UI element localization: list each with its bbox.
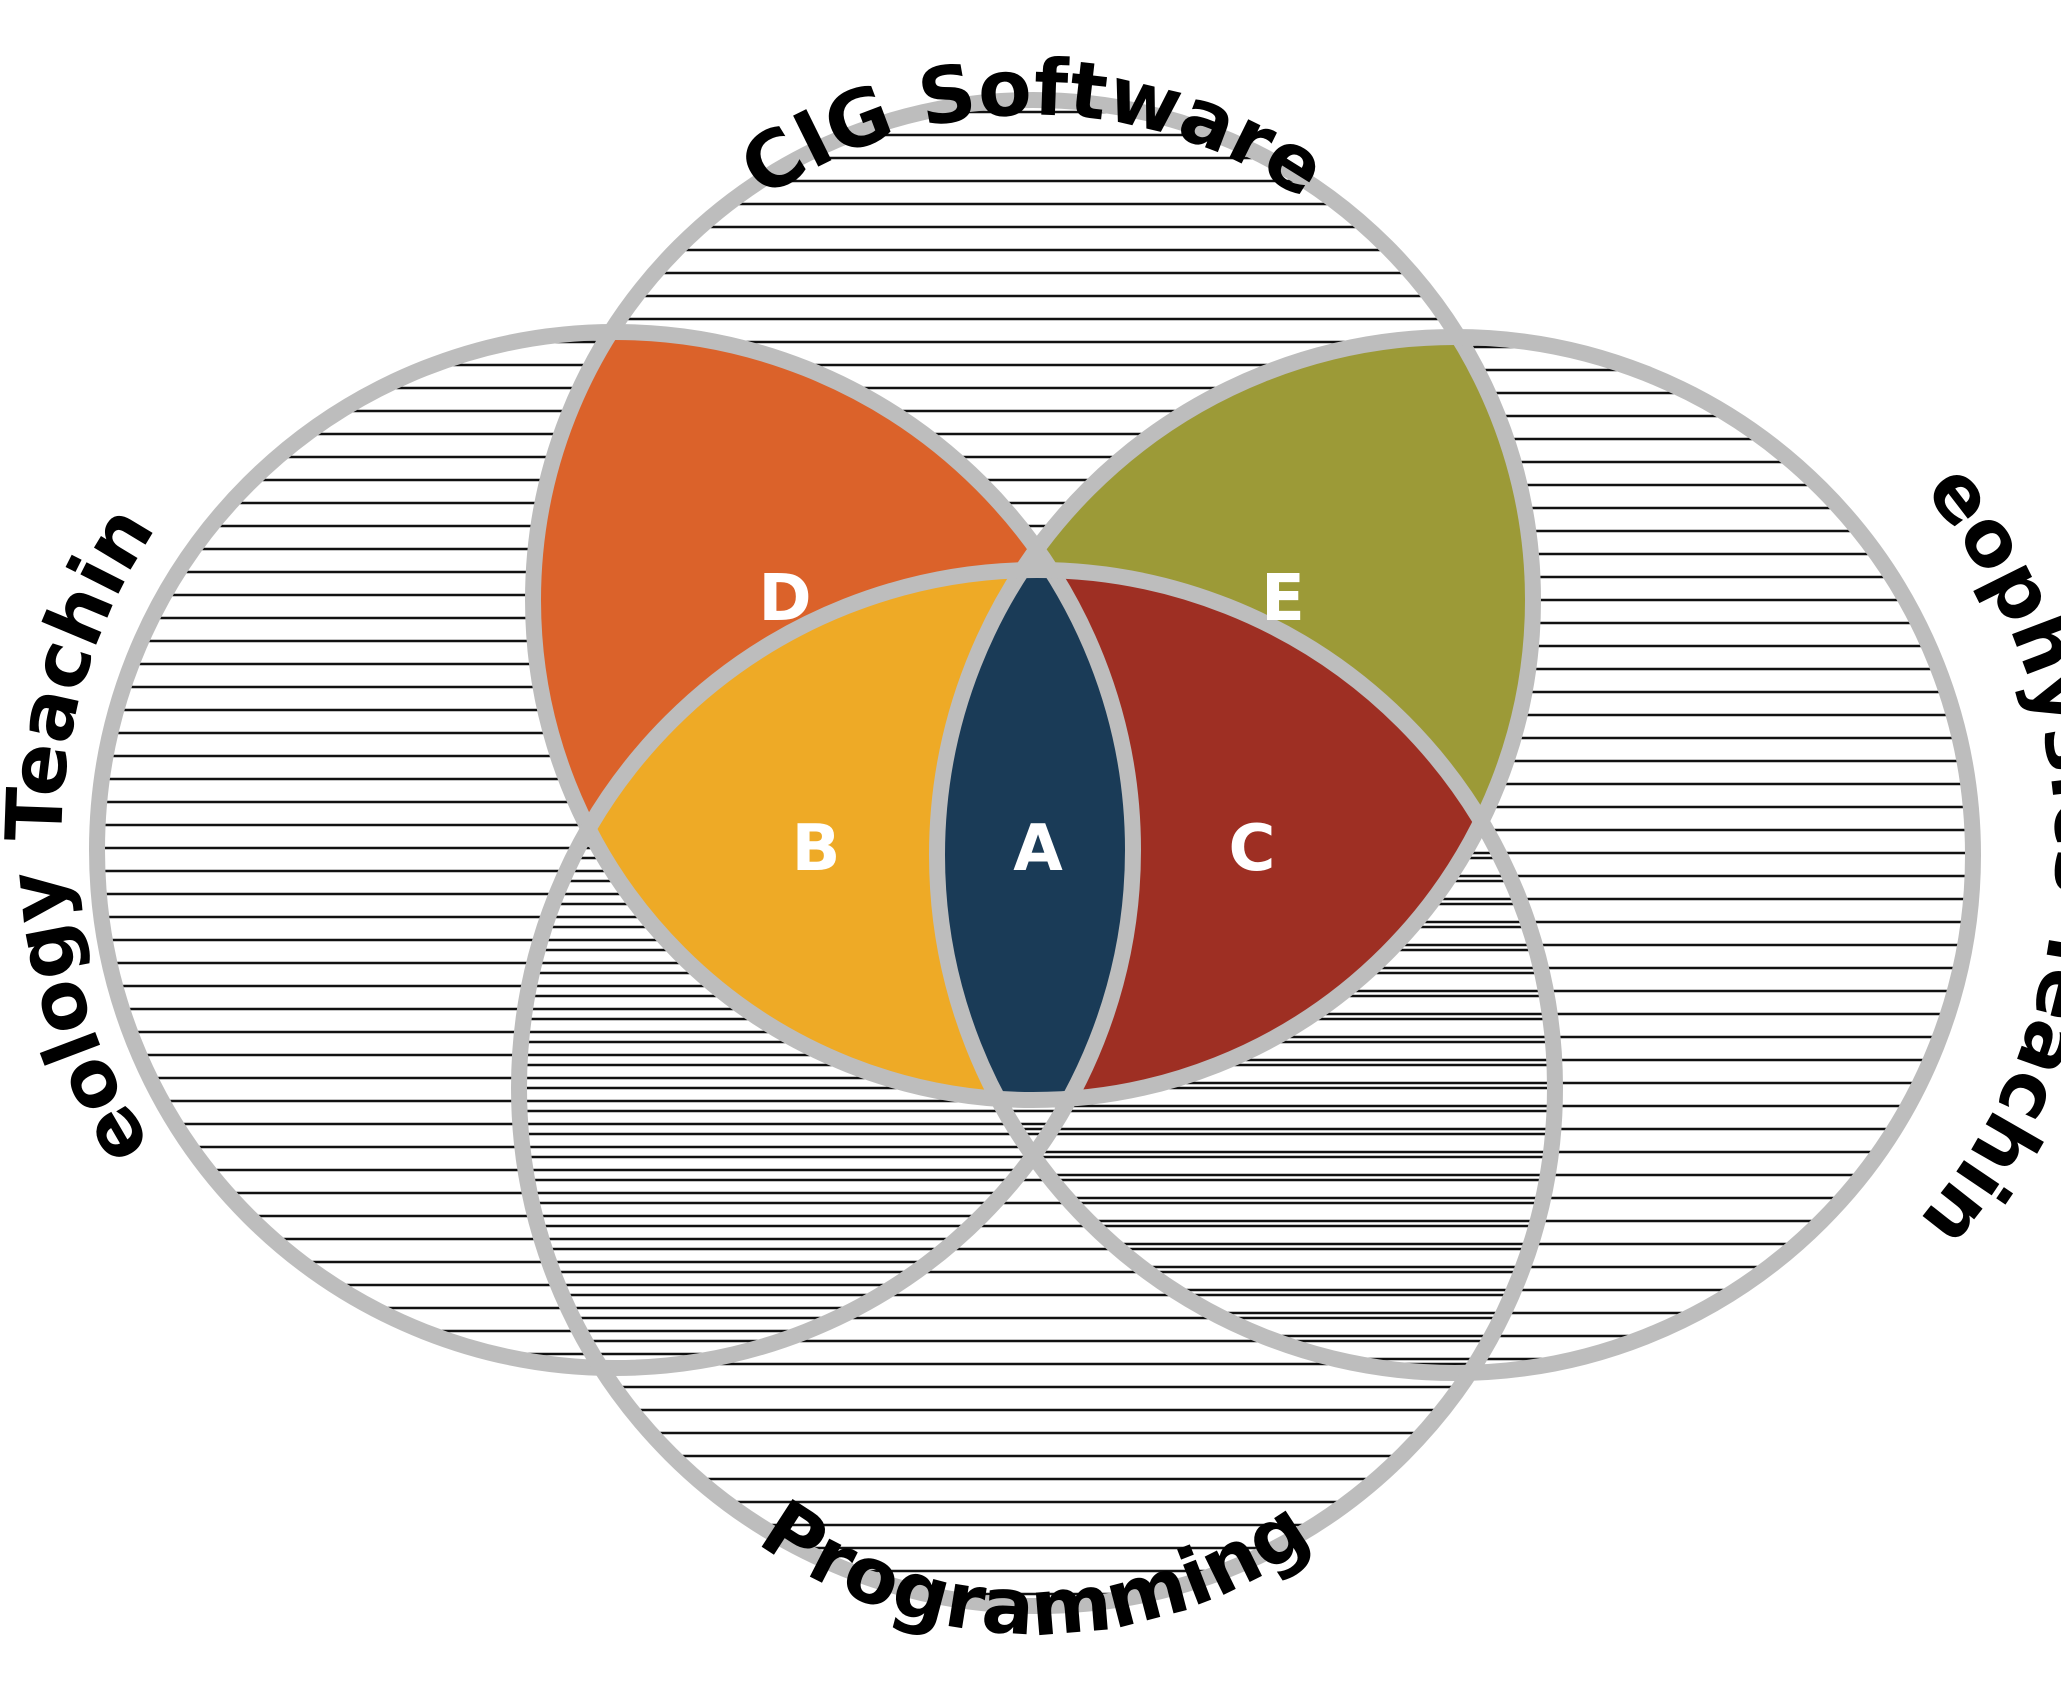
label-geology-teaching: Geology Teaching — [0, 0, 172, 1181]
ring-left — [89, 324, 1141, 1376]
label-cig-software: CIG Software — [726, 43, 1341, 215]
ring-bottom — [511, 562, 1563, 1614]
region-label-d: D — [758, 562, 811, 636]
ring-right — [929, 329, 1981, 1381]
region-label-c: C — [1229, 812, 1276, 886]
region-label-e: E — [1261, 562, 1305, 636]
ring-top — [525, 92, 1541, 1108]
label-programming: Programming — [745, 1483, 1324, 1654]
region-label-a: A — [1013, 812, 1063, 886]
region-label-b: B — [792, 812, 841, 886]
